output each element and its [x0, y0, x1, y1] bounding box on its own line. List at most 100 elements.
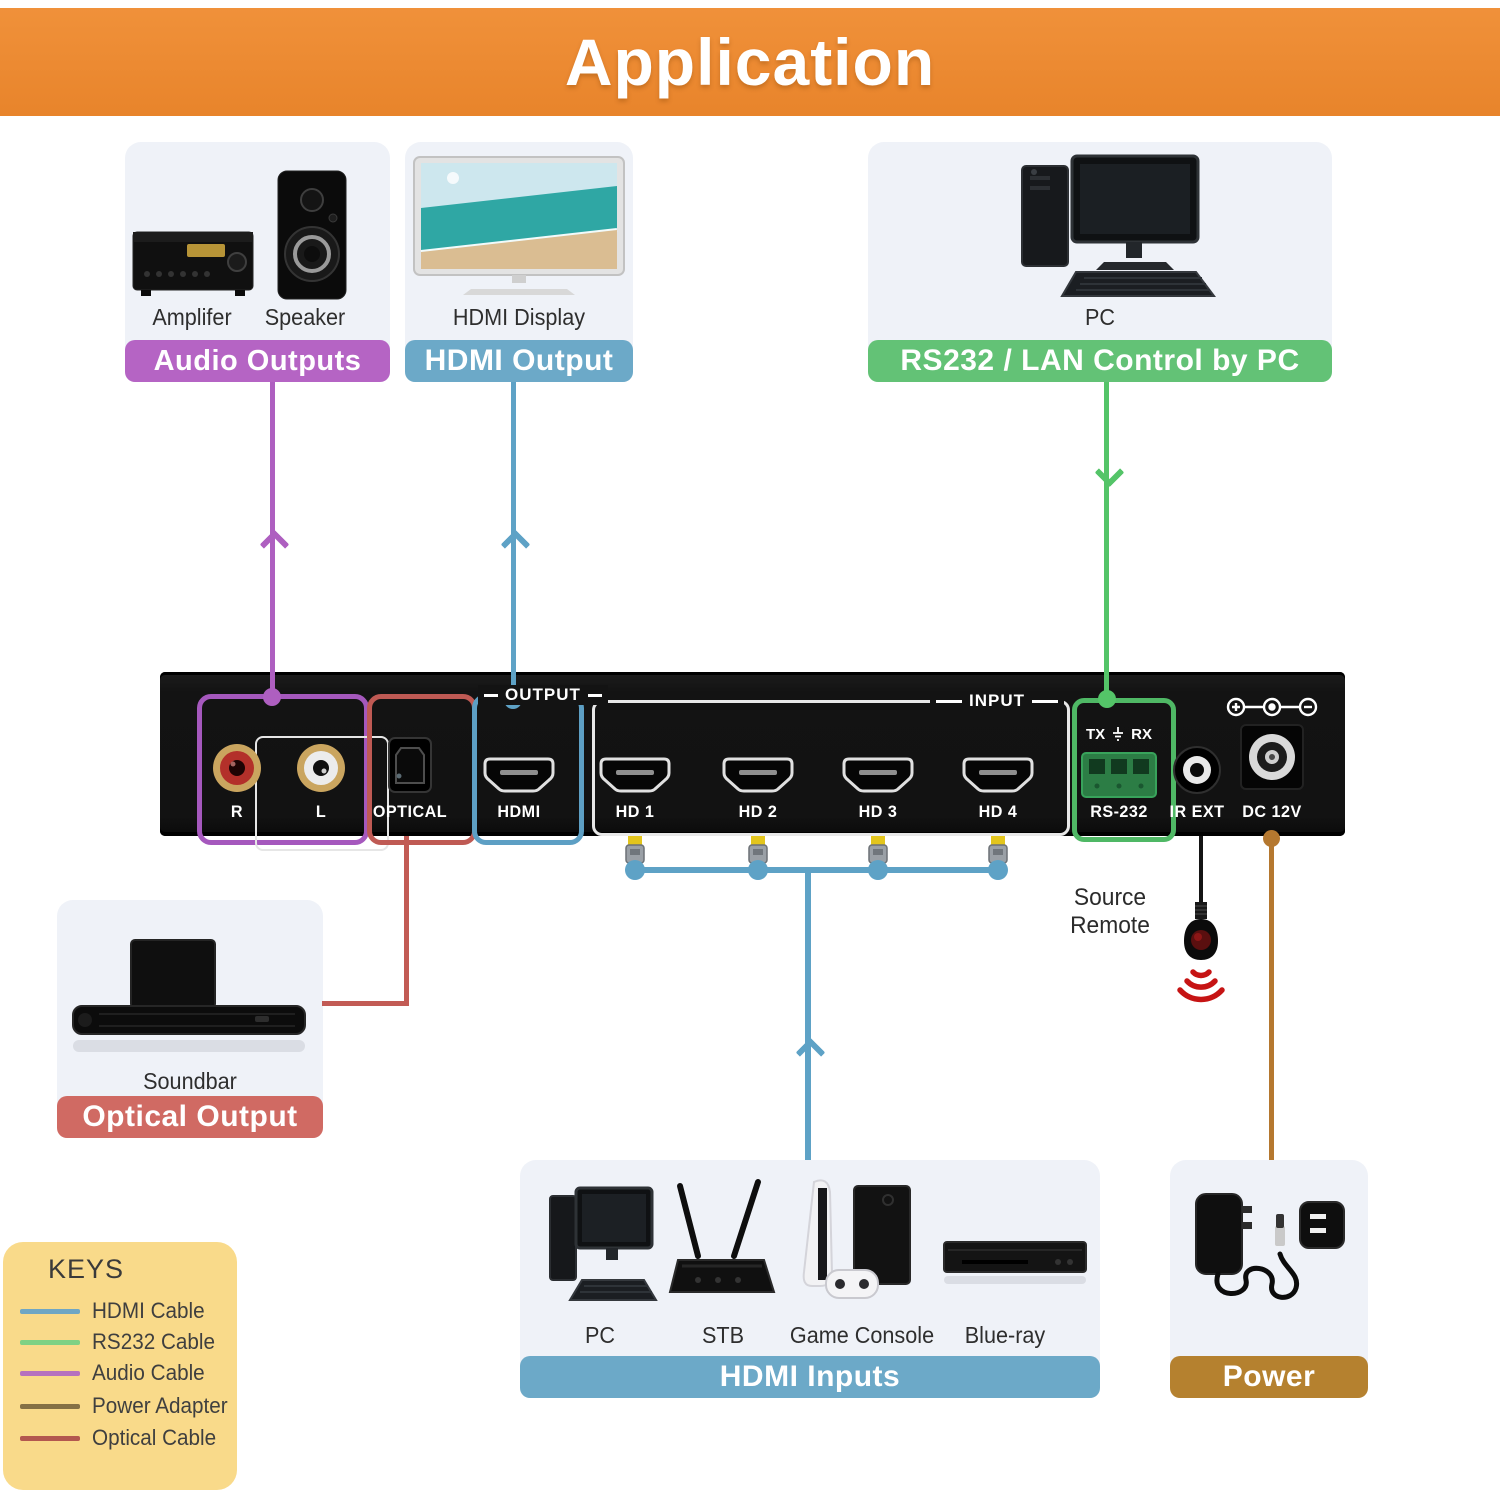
port-label-l: L — [315, 802, 327, 821]
device-rear-panel: OUTPUT INPUT — [160, 672, 1345, 851]
dash-icon — [1032, 699, 1058, 703]
audio-cable-key-label: Audio Cable — [92, 1360, 205, 1385]
audio-cable-swatch — [20, 1370, 80, 1376]
rs232-cable-swatch — [20, 1339, 80, 1345]
power-adapter-image — [1195, 1193, 1345, 1300]
junction-dot — [625, 860, 645, 880]
up-arrow-icon — [500, 529, 531, 560]
port-label-r: R — [230, 802, 244, 821]
hdmi-input-port-3 — [842, 757, 914, 793]
hdmi-input-port-2 — [722, 757, 794, 793]
speaker-caption: Speaker — [264, 304, 346, 330]
hdmi-output-card: HDMI Display HDMI Output — [405, 142, 633, 382]
down-arrow-icon — [1094, 457, 1125, 488]
page-title: Application — [564, 25, 936, 99]
stb-image — [668, 1179, 776, 1293]
dash-icon — [484, 693, 498, 697]
key-row-rs232: RS232 Cable — [20, 1329, 223, 1355]
junction-dot — [748, 860, 768, 880]
audio-outputs-card: Amplifer Speaker Audio Outputs — [125, 142, 390, 382]
hdmi-input-port-4 — [962, 757, 1034, 793]
input-section-chip: INPUT — [930, 691, 1064, 711]
hdmi-cable-swatch — [20, 1308, 80, 1314]
port-label-ir-ext: IR EXT — [1169, 802, 1225, 821]
ir-ext-jack — [1173, 746, 1221, 794]
port-label-hdmi: HDMI — [497, 802, 541, 821]
dash-icon — [936, 699, 962, 703]
soundbar-image — [72, 939, 306, 1052]
pc-caption: PC — [1084, 304, 1116, 330]
hdmi-display-image — [413, 156, 625, 295]
power-label: Power — [1170, 1356, 1368, 1398]
blu-ray-caption: Blue-ray — [964, 1322, 1046, 1348]
soundbar-caption: Soundbar — [143, 1068, 237, 1094]
amplifier-caption: Amplifer — [152, 304, 232, 330]
rs232-cable-key-label: RS232 Cable — [92, 1329, 216, 1354]
junction-dot — [868, 860, 888, 880]
power-adapter-key-label: Power Adapter — [92, 1393, 228, 1418]
source-remote-label: Source Remote — [1070, 884, 1150, 939]
pc-input-caption: PC — [584, 1322, 616, 1348]
hdmi-output-label: HDMI Output — [405, 340, 633, 382]
input-ports-group-outline — [592, 700, 1070, 836]
hdmi-input-port-1 — [599, 757, 671, 793]
game-console-image — [802, 1179, 911, 1299]
optical-cable-line — [322, 1001, 409, 1006]
pc-image — [1021, 154, 1216, 297]
ir-receiver-icon — [1177, 902, 1225, 1003]
amplifier-image — [132, 231, 254, 296]
hdmi-cable-key-label: HDMI Cable — [92, 1298, 205, 1323]
power-card: Power — [1170, 1160, 1368, 1398]
output-section-chip: OUTPUT — [478, 685, 608, 705]
pc-input-image — [549, 1186, 658, 1301]
audio-outputs-label: Audio Outputs — [125, 340, 390, 382]
input-section-label: INPUT — [969, 691, 1025, 710]
rca-port-white — [297, 744, 345, 792]
hdmi-output-port — [483, 757, 555, 793]
hdmi-input-drop-line — [805, 870, 811, 1160]
blu-ray-image — [943, 1241, 1087, 1284]
junction-dot — [988, 860, 1008, 880]
optical-cable-swatch — [20, 1435, 80, 1441]
junction-dot — [263, 688, 281, 706]
power-cable-line — [1269, 838, 1274, 1160]
key-row-audio: Audio Cable — [20, 1360, 212, 1386]
rs232-control-label: RS232 / LAN Control by PC — [868, 340, 1332, 382]
hdmi-inputs-label: HDMI Inputs — [520, 1356, 1100, 1398]
port-label-hd3: HD 3 — [858, 802, 898, 821]
rs232-cable-line — [1104, 382, 1109, 700]
port-label-dc12v: DC 12V — [1242, 802, 1302, 821]
power-adapter-swatch — [20, 1403, 80, 1409]
up-arrow-icon — [259, 529, 290, 560]
ground-icon — [1113, 727, 1124, 741]
ir-cable-line — [1199, 836, 1203, 908]
rs232-control-card: PC RS232 / LAN Control by PC — [868, 142, 1332, 382]
rca-port-red — [213, 744, 261, 792]
hdmi-output-cable-line — [511, 382, 516, 702]
junction-dot — [1098, 690, 1116, 708]
audio-ports-group-outline — [197, 694, 389, 851]
speaker-image — [277, 170, 347, 300]
polarity-icon — [1226, 697, 1318, 717]
optical-output-card: Soundbar Optical Output — [57, 900, 323, 1138]
port-label-optical: OPTICAL — [372, 802, 448, 821]
optical-cable-key-label: Optical Cable — [92, 1425, 217, 1450]
audio-cable-line — [270, 382, 275, 696]
dc-12v-jack — [1240, 724, 1304, 790]
key-row-power: Power Adapter — [20, 1393, 236, 1419]
junction-dot — [1263, 830, 1280, 847]
key-row-optical: Optical Cable — [20, 1425, 224, 1451]
stb-caption: STB — [701, 1322, 745, 1348]
rx-label: RX — [1131, 726, 1152, 743]
port-label-hd1: HD 1 — [615, 802, 655, 821]
hdmi-inputs-card: PC STB Game Console Blue-ray HDMI Inputs — [520, 1160, 1100, 1398]
key-row-hdmi: HDMI Cable — [20, 1298, 212, 1324]
output-section-label: OUTPUT — [505, 685, 581, 704]
audio-ports-inner-outline — [255, 736, 389, 851]
port-label-rs232: RS-232 — [1090, 802, 1148, 821]
up-arrow-icon — [795, 1037, 826, 1068]
hdmi-display-caption: HDMI Display — [452, 304, 586, 330]
port-label-hd2: HD 2 — [738, 802, 778, 821]
optical-cable-line — [404, 836, 409, 1006]
